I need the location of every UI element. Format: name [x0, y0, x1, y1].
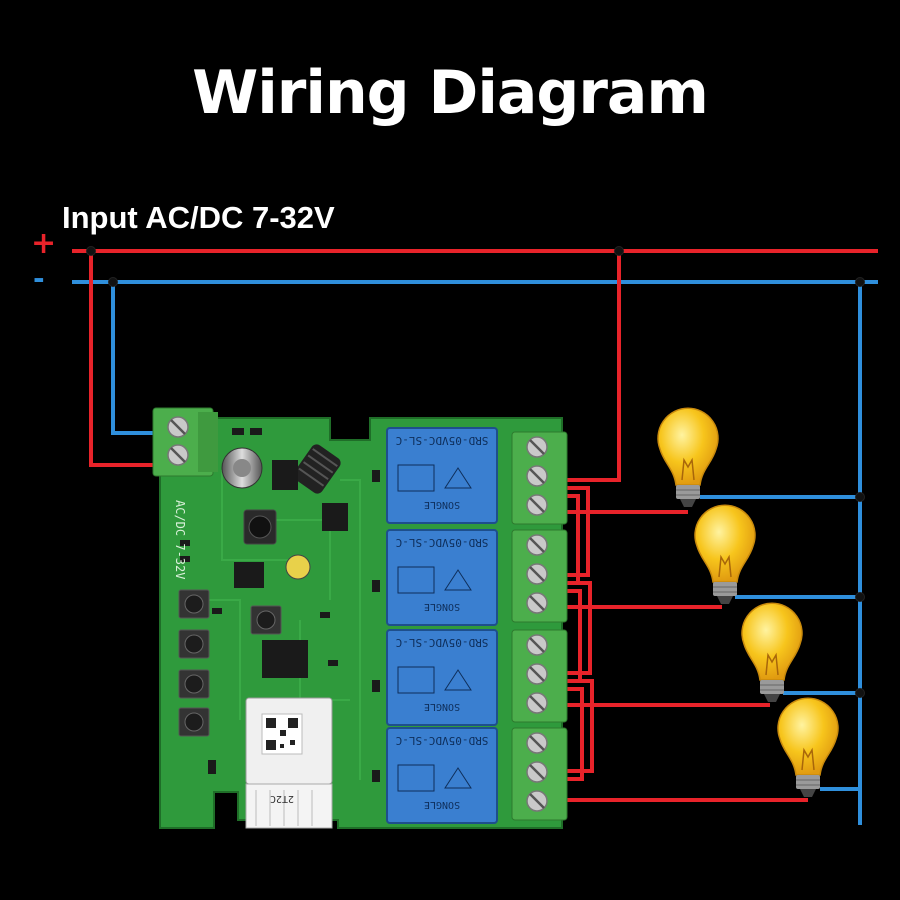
relay-1-terminal — [511, 431, 568, 525]
inductor-core — [248, 515, 272, 539]
input-voltage-label: Input AC/DC 7-32V — [62, 200, 335, 235]
light-bulb-icon — [694, 504, 756, 604]
junction-dot — [855, 492, 865, 502]
junction-dot — [86, 246, 96, 256]
jumper-wire — [567, 494, 580, 585]
ic-chip — [262, 640, 308, 678]
relay-board: AC/DC 7-32V 2T2C S — [152, 407, 568, 829]
positive-feed-wire — [89, 251, 160, 467]
small-capacitor — [285, 554, 311, 580]
antenna-coil — [293, 444, 341, 494]
svg-text:SRD-05VDC-SL-C: SRD-05VDC-SL-C — [396, 734, 489, 747]
relay-3: SRD-05VDC-SL-C SONGLE — [386, 629, 498, 726]
relay-4-terminal — [511, 727, 568, 821]
ic-chip — [234, 562, 264, 588]
svg-text:SRD-05VDC-SL-C: SRD-05VDC-SL-C — [396, 536, 489, 549]
wifi-module: 2T2C — [245, 697, 333, 829]
power-input-terminal — [152, 407, 218, 477]
relay-2-terminal — [511, 529, 568, 623]
jumper-wire — [567, 589, 582, 683]
relay-common-wire — [567, 251, 621, 482]
ic-chip — [322, 503, 348, 531]
light-bulb-icon — [741, 602, 803, 702]
capacitor — [221, 447, 263, 489]
relay-4: SRD-05VDC-SL-C SONGLE — [386, 727, 498, 824]
jumper-wire — [567, 679, 594, 773]
light-bulb-icon — [657, 407, 719, 507]
relay-2: SRD-05VDC-SL-C SONGLE — [386, 529, 498, 626]
module-label: 2T2C — [270, 793, 294, 804]
pcb-voltage-label: AC/DC 7-32V — [173, 500, 187, 579]
svg-text:SONGLE: SONGLE — [424, 701, 460, 712]
svg-text:SONGLE: SONGLE — [424, 499, 460, 510]
svg-text:SRD-05VDC-SL-C: SRD-05VDC-SL-C — [396, 434, 489, 447]
junction-dot — [855, 277, 865, 287]
jumper-wire — [567, 687, 584, 781]
junction-dot — [855, 592, 865, 602]
svg-text:SONGLE: SONGLE — [424, 601, 460, 612]
relay-1: SRD-05VDC-SL-C SONGLE — [386, 427, 498, 524]
wires — [72, 246, 878, 825]
relay-3-terminal — [511, 629, 568, 723]
junction-dot — [855, 688, 865, 698]
light-bulb-icon — [777, 697, 839, 797]
svg-text:SONGLE: SONGLE — [424, 799, 460, 810]
ic-chip — [272, 460, 298, 490]
junction-dot — [614, 246, 624, 256]
negative-feed-wire — [111, 282, 160, 435]
junction-dot — [108, 277, 118, 287]
svg-text:SRD-05VDC-SL-C: SRD-05VDC-SL-C — [396, 636, 489, 649]
diagram-title: Wiring Diagram — [192, 58, 709, 128]
negative-symbol: - — [33, 262, 45, 295]
positive-symbol: + — [31, 226, 57, 261]
